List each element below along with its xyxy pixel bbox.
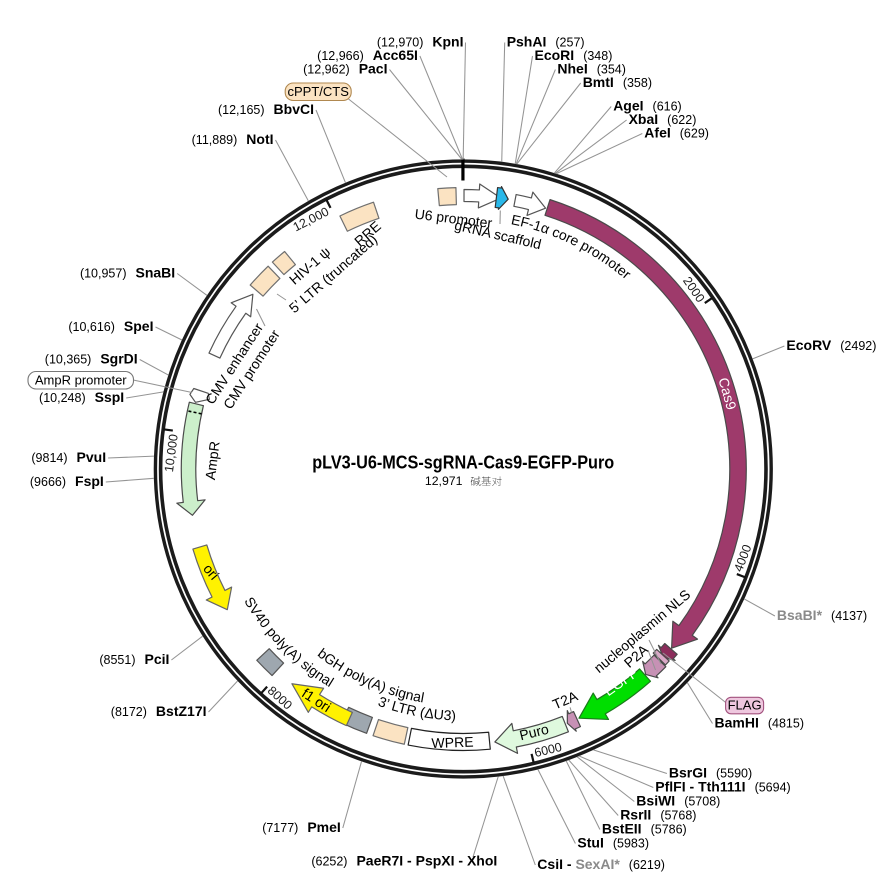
svg-text:FLAG: FLAG bbox=[728, 697, 762, 712]
svg-text:12,971: 12,971 bbox=[425, 474, 463, 488]
svg-text:BsaBI*(4137): BsaBI*(4137) bbox=[777, 607, 867, 623]
svg-text:(11,889)NotI: (11,889)NotI bbox=[192, 131, 274, 147]
svg-text:AmpR: AmpR bbox=[202, 440, 223, 481]
svg-text:BsiWI(5708): BsiWI(5708) bbox=[636, 793, 720, 809]
svg-text:CsiI - SexAI*(6219): CsiI - SexAI*(6219) bbox=[537, 856, 665, 872]
svg-text:6000: 6000 bbox=[533, 740, 563, 760]
svg-text:PflFI - Tth111I(5694): PflFI - Tth111I(5694) bbox=[655, 779, 790, 795]
svg-text:(10,248)SspI: (10,248)SspI bbox=[39, 389, 124, 405]
svg-text:Puro: Puro bbox=[518, 721, 551, 744]
svg-text:NheI(354): NheI(354) bbox=[557, 61, 626, 77]
svg-text:10,000: 10,000 bbox=[162, 433, 181, 473]
svg-text:(8172)BstZ17I: (8172)BstZ17I bbox=[111, 703, 207, 719]
svg-text:StuI(5983): StuI(5983) bbox=[577, 835, 649, 851]
svg-text:cPPT/CTS: cPPT/CTS bbox=[287, 84, 349, 99]
svg-text:AfeI(629): AfeI(629) bbox=[644, 125, 709, 141]
svg-text:RsrII(5768): RsrII(5768) bbox=[620, 807, 696, 823]
svg-text:(12,970)KpnI: (12,970)KpnI bbox=[377, 34, 464, 50]
svg-text:EcoRV(2492): EcoRV(2492) bbox=[786, 337, 876, 353]
svg-text:pLV3-U6-MCS-sgRNA-Cas9-EGFP-Pu: pLV3-U6-MCS-sgRNA-Cas9-EGFP-Puro bbox=[312, 451, 614, 472]
svg-text:BstEII(5786): BstEII(5786) bbox=[602, 821, 687, 837]
svg-text:AgeI(616): AgeI(616) bbox=[613, 98, 682, 114]
svg-text:(6252)PaeR7I - PspXI - XhoI: (6252)PaeR7I - PspXI - XhoI bbox=[311, 853, 497, 869]
svg-text:AmpR promoter: AmpR promoter bbox=[35, 373, 127, 388]
svg-text:WPRE: WPRE bbox=[431, 734, 474, 751]
svg-text:XbaI(622): XbaI(622) bbox=[629, 111, 697, 127]
svg-text:(10,365)SgrDI: (10,365)SgrDI bbox=[45, 351, 138, 367]
svg-text:BamHI(4815): BamHI(4815) bbox=[715, 715, 805, 731]
svg-text:(12,962)PacI: (12,962)PacI bbox=[303, 61, 387, 77]
svg-text:BmtI(358): BmtI(358) bbox=[583, 74, 652, 90]
svg-text:BsrGI(5590): BsrGI(5590) bbox=[669, 765, 752, 781]
svg-text:PshAI(257): PshAI(257) bbox=[507, 34, 585, 50]
svg-text:EcoRI(348): EcoRI(348) bbox=[535, 47, 613, 63]
svg-text:(8551)PciI: (8551)PciI bbox=[99, 651, 169, 667]
svg-text:(10,616)SpeI: (10,616)SpeI bbox=[68, 318, 153, 334]
